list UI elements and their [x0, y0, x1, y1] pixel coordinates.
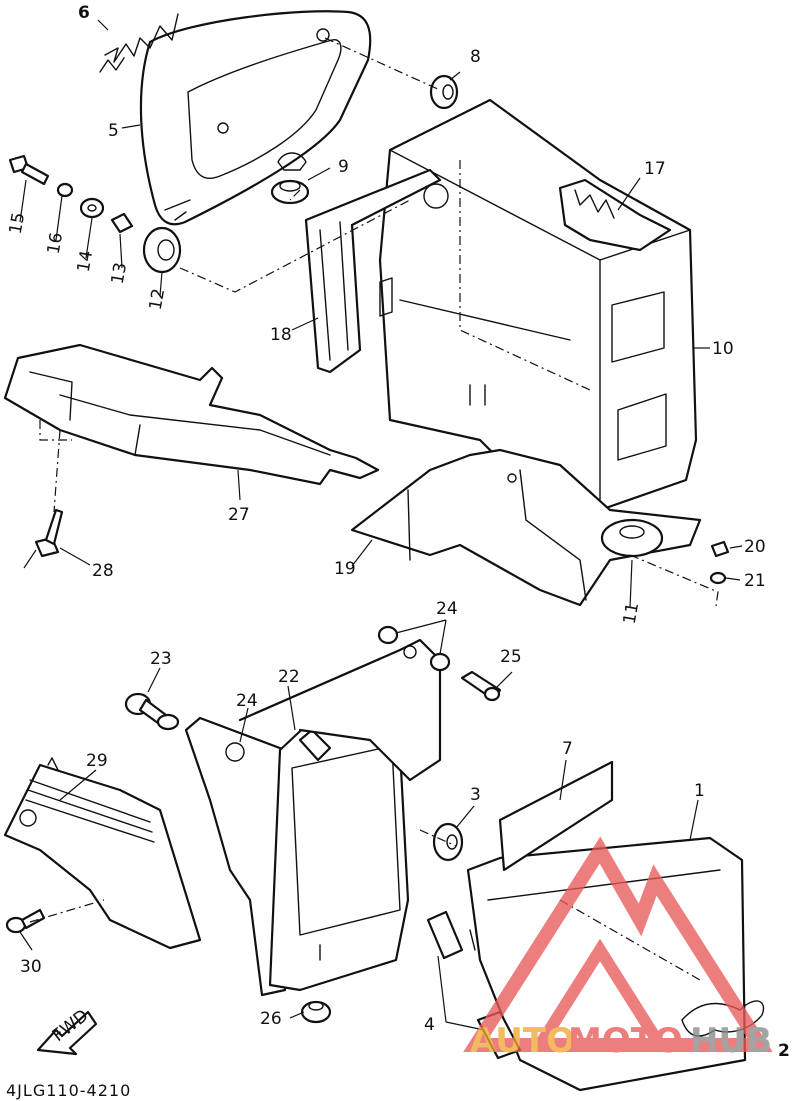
callout-21: 21 — [744, 571, 766, 591]
callout-1: 1 — [694, 781, 705, 801]
callout-14: 14 — [74, 249, 97, 274]
collar-13 — [110, 212, 134, 234]
watermark-logo: AUTO MOTO HUB — [463, 836, 773, 1061]
leader-lines — [19, 19, 743, 1031]
callout-20: 20 — [744, 537, 766, 557]
side-plate-part-29 — [3, 757, 202, 950]
bolt-23 — [124, 692, 180, 731]
grommet-26 — [300, 1000, 332, 1024]
screw-30 — [5, 908, 46, 934]
callout-2: 2 — [778, 1041, 790, 1061]
watermark-text-hub: HUB — [690, 1021, 772, 1061]
callout-25: 25 — [500, 647, 522, 667]
callout-3: 3 — [470, 785, 481, 805]
callout-17: 17 — [644, 159, 666, 179]
callout-4: 4 — [424, 1015, 435, 1035]
watermark-text-moto: MOTO — [568, 1021, 683, 1061]
upper-side-cover-part — [99, 10, 372, 226]
emblem-2 — [681, 1000, 765, 1037]
callout-12: 12 — [146, 287, 169, 312]
forward-direction-arrow: FWD — [36, 1006, 98, 1056]
tray-bracket-19 — [350, 448, 702, 607]
callout-15: 15 — [6, 211, 29, 236]
callout-26: 26 — [260, 1009, 282, 1029]
callout-13: 13 — [108, 261, 131, 286]
callout-7: 7 — [562, 739, 573, 759]
screw-28 — [34, 508, 64, 558]
callout-11: 11 — [620, 601, 643, 626]
washer-24b — [429, 652, 451, 672]
callout-24-lower: 24 — [236, 691, 258, 711]
drawing-code: 4JLG110-4210 — [6, 1081, 131, 1100]
callout-18: 18 — [270, 325, 292, 345]
callout-24-upper: 24 — [436, 599, 458, 619]
callout-10: 10 — [712, 339, 734, 359]
callout-9: 9 — [338, 157, 349, 177]
air-case-part-22 — [184, 638, 442, 997]
grommet-8 — [429, 74, 459, 110]
nut-21 — [709, 571, 727, 585]
callout-16: 16 — [44, 231, 67, 256]
washer-24a — [377, 625, 399, 645]
emblem-7 — [498, 760, 614, 872]
callout-8: 8 — [470, 47, 481, 67]
grommet-9 — [270, 179, 310, 205]
washer-14 — [79, 197, 105, 219]
grommet-12 — [142, 226, 182, 274]
pad-4a — [426, 910, 464, 960]
callout-30: 30 — [20, 957, 42, 977]
callout-27: 27 — [228, 505, 250, 525]
grommet-11 — [600, 518, 664, 558]
washer-16 — [56, 182, 74, 198]
grommet-3 — [432, 822, 464, 862]
foam-pad-17 — [558, 178, 672, 252]
duct-part-27 — [3, 343, 380, 486]
callout-5: 5 — [108, 121, 119, 141]
screw-20 — [710, 540, 730, 558]
callout-22: 22 — [278, 667, 300, 687]
callout-23: 23 — [150, 649, 172, 669]
callout-29: 29 — [86, 751, 108, 771]
bolt-15 — [8, 154, 50, 186]
callout-19: 19 — [334, 559, 356, 579]
callout-labels: 6 5 8 9 17 10 18 15 16 14 13 12 27 28 19… — [6, 3, 790, 1061]
bracket-18 — [304, 168, 449, 374]
bolt-25 — [460, 670, 502, 702]
callout-6: 6 — [78, 3, 90, 23]
watermark-text-auto: AUTO — [470, 1021, 575, 1061]
callout-28: 28 — [92, 561, 114, 581]
